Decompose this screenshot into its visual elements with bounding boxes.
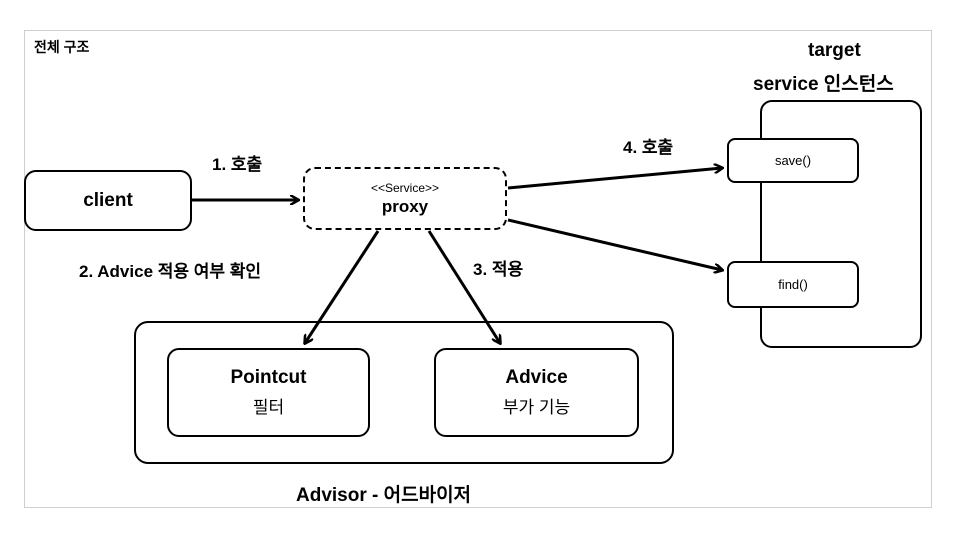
arrow-proxy-to-save <box>507 168 722 190</box>
method-save: save() <box>727 138 859 183</box>
step2-label: 2. Advice 적용 여부 확인 <box>79 262 262 281</box>
method-find: find() <box>727 261 859 308</box>
method-save-label: save() <box>774 153 812 168</box>
pointcut-title: Pointcut <box>230 367 307 388</box>
proxy-label: proxy <box>381 196 429 216</box>
method-find-label: find() <box>778 277 808 292</box>
arrow-proxy-to-find <box>507 218 722 270</box>
client-box: client <box>24 170 192 231</box>
pointcut-box: Pointcut 필터 <box>167 348 370 437</box>
step4-label: 4. 호출 <box>623 138 674 157</box>
diagram-title: 전체 구조 <box>34 39 90 55</box>
arrow-proxy-to-advice <box>427 230 500 343</box>
target-title-line2: service 인스턴스 <box>753 74 894 95</box>
step1-label: 1. 호출 <box>212 155 263 174</box>
advice-title: Advice <box>505 367 568 388</box>
proxy-box: <<Service>> proxy <box>303 167 507 230</box>
pointcut-subtitle: 필터 <box>252 398 285 417</box>
advice-subtitle: 부가 기능 <box>502 398 571 417</box>
advisor-caption: Advisor - 어드바이저 <box>296 485 472 506</box>
client-label: client <box>83 189 133 211</box>
arrow-proxy-to-pointcut <box>305 230 380 343</box>
advice-box: Advice 부가 기능 <box>434 348 639 437</box>
target-title-line1: target <box>808 40 861 61</box>
proxy-stereotype: <<Service>> <box>370 180 440 195</box>
step3-label: 3. 적용 <box>473 260 524 279</box>
